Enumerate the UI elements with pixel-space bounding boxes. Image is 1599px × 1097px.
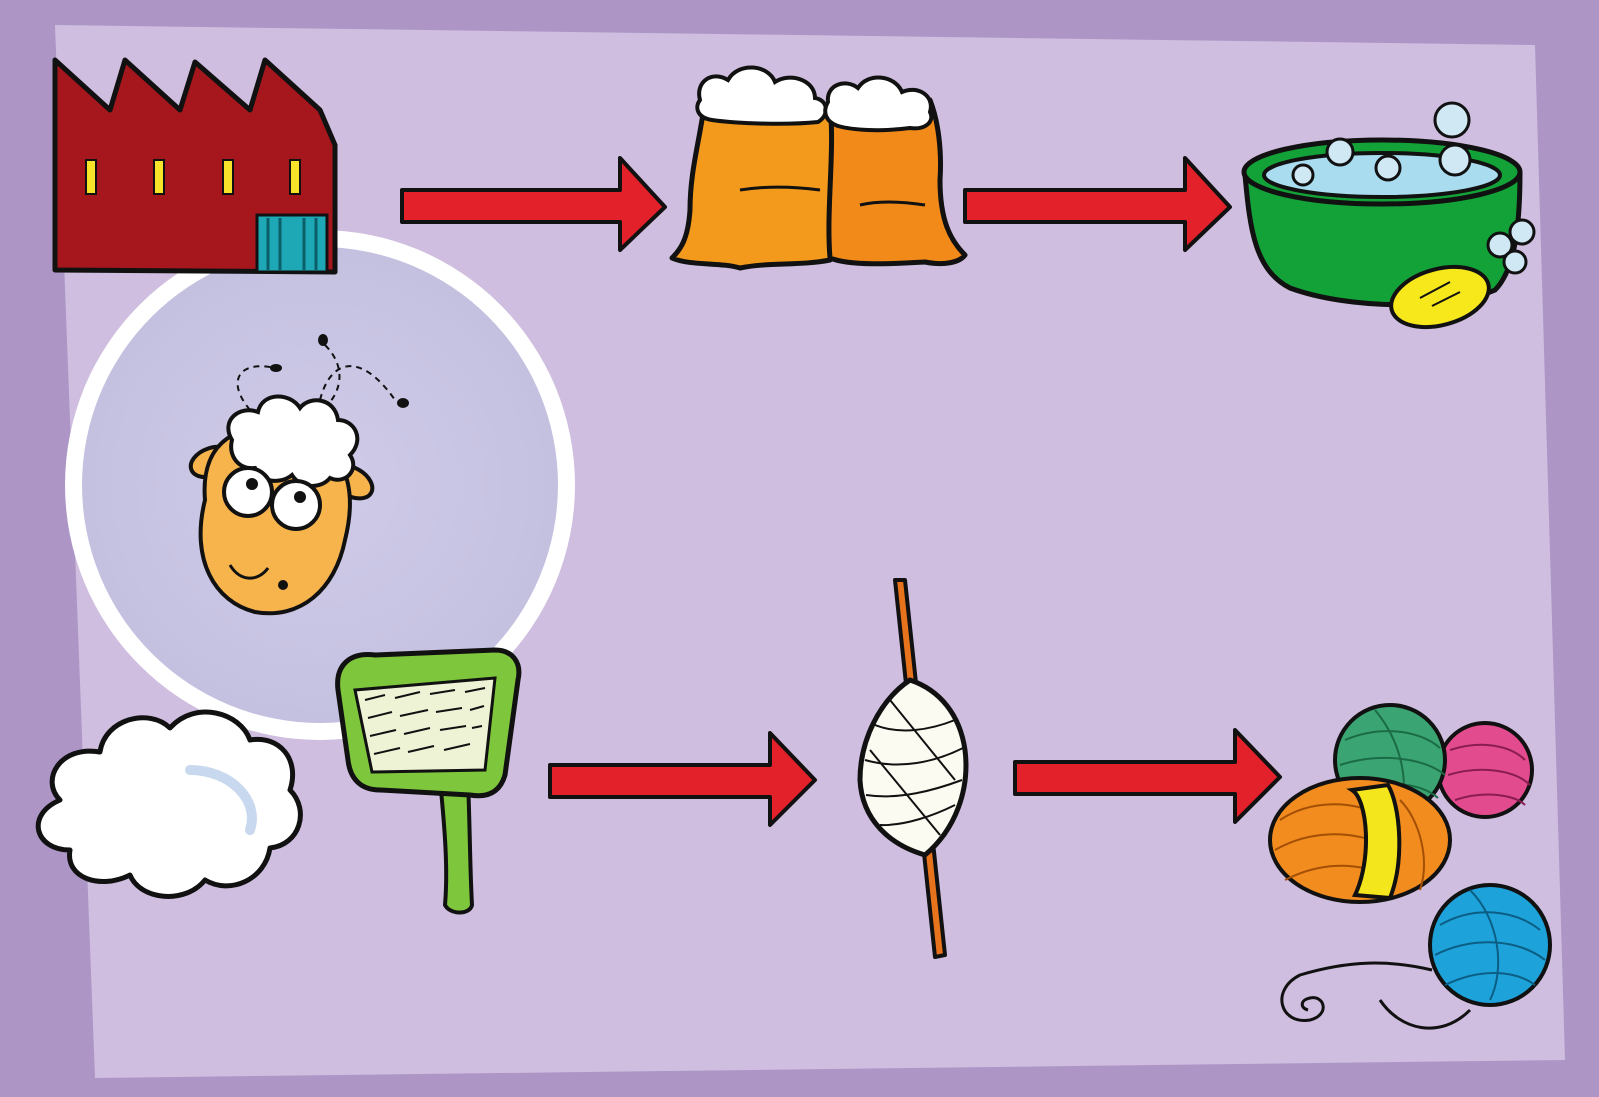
- wool-sacks-icon: [672, 67, 965, 268]
- wool-cloud-icon: [38, 712, 300, 896]
